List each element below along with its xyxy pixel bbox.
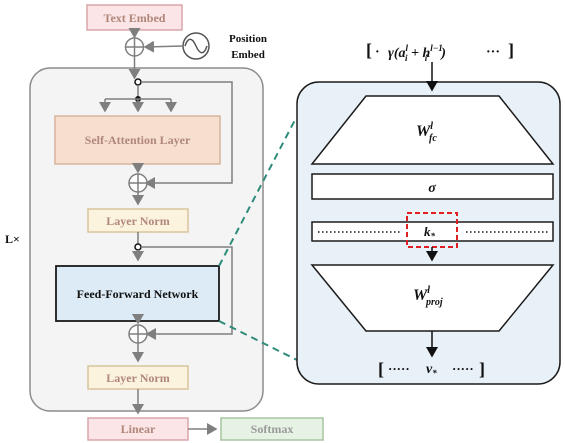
softmax-box (220, 417, 324, 441)
layer-norm-2-label: Layer Norm (106, 371, 169, 385)
svg-text:]: ] (479, 359, 485, 379)
activation-bar (311, 173, 554, 200)
position-embed-label-line1: Position (229, 33, 267, 45)
text-embed-label: Text Embed (104, 11, 166, 25)
svg-text:[: [ (366, 40, 372, 60)
attention-residual-add-icon (128, 173, 148, 193)
proj-weight-trapezoid (310, 264, 555, 332)
position-wave-icon (182, 32, 210, 60)
softmax-label: Softmax (251, 422, 294, 436)
text-embed-box (86, 4, 183, 31)
residual-branch-point-2 (134, 243, 142, 251)
input-dots-right: ··· (486, 45, 500, 60)
output-dots-left: ····· (388, 361, 410, 376)
svg-text:[: [ (378, 359, 384, 379)
input-dots-left: · (375, 45, 380, 60)
position-embed-label-line2: Embed (231, 49, 265, 61)
output-label: v* (426, 362, 437, 378)
output-dots-right: ····· (452, 361, 474, 376)
self-attention-label: Self-Attention Layer (85, 133, 191, 147)
feed-forward-network-label: Feed-Forward Network (77, 287, 199, 301)
layer-norm-1-label: Layer Norm (106, 214, 169, 228)
activation-sigma-label: σ (428, 181, 436, 196)
embed-add-icon (124, 37, 145, 57)
ffn-residual-add-icon (128, 324, 148, 344)
linear-label: Linear (121, 422, 156, 436)
ffn-output-vector: [ ····· v* ····· ] (378, 359, 485, 379)
self-attention-box (54, 115, 221, 165)
fc-weight-trapezoid (310, 95, 555, 165)
key-label: k* (424, 224, 436, 241)
svg-text:]: ] (508, 40, 514, 60)
zoom-connector-bottom (218, 320, 298, 361)
residual-branch-point-1 (134, 78, 142, 86)
key-activation-bar (311, 221, 554, 242)
svg-text:γ(ali + hl−1i): γ(ali + hl−1i) (388, 43, 446, 63)
layer-repeat-label: L× (5, 232, 20, 246)
zoom-connector-top (218, 117, 297, 267)
